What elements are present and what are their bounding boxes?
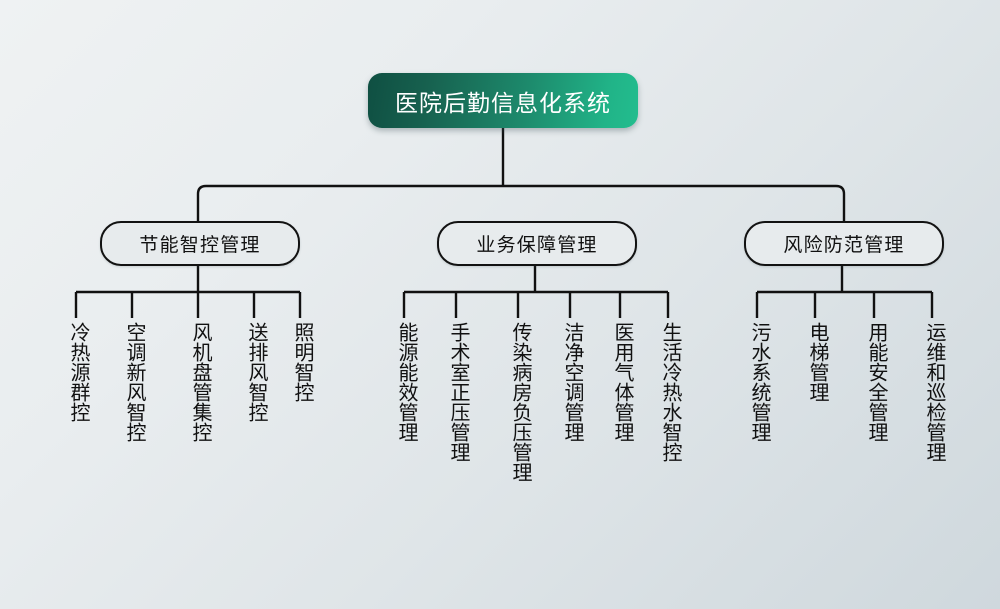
leaf-node[interactable]: 洁净空调管理 [561,322,583,442]
branch-node-risk-prevention[interactable]: 风险防范管理 [744,221,944,266]
branch-node-label: 风险防范管理 [783,235,905,256]
leaf-node[interactable]: 医用气体管理 [611,322,633,442]
branch-node-label: 业务保障管理 [476,235,598,256]
leaf-node[interactable]: 手术室正压管理 [447,322,469,462]
leaf-node[interactable]: 电梯管理 [806,322,828,402]
leaf-node[interactable]: 传染病房负压管理 [509,322,531,482]
leaf-node[interactable]: 风机盘管集控 [189,322,211,442]
branch-node-energy-control[interactable]: 节能智控管理 [100,221,300,266]
leaf-node[interactable]: 运维和巡检管理 [923,322,945,462]
leaf-node[interactable]: 照明智控 [291,322,313,402]
leaf-node[interactable]: 空调新风智控 [123,322,145,442]
root-node[interactable]: 医院后勤信息化系统 [368,73,638,128]
leaf-node[interactable]: 送排风智控 [245,322,267,422]
branch-node-service-assurance[interactable]: 业务保障管理 [437,221,637,266]
leaf-node[interactable]: 能源能效管理 [395,322,417,442]
leaf-node[interactable]: 用能安全管理 [865,322,887,442]
wire-level2-bus [196,184,846,221]
branch-node-label: 节能智控管理 [139,235,261,256]
leaf-node[interactable]: 污水系统管理 [748,322,770,442]
root-node-label: 医院后勤信息化系统 [395,89,611,116]
leaf-node[interactable]: 生活冷热水智控 [659,322,681,462]
leaf-node[interactable]: 冷热源群控 [67,322,89,422]
